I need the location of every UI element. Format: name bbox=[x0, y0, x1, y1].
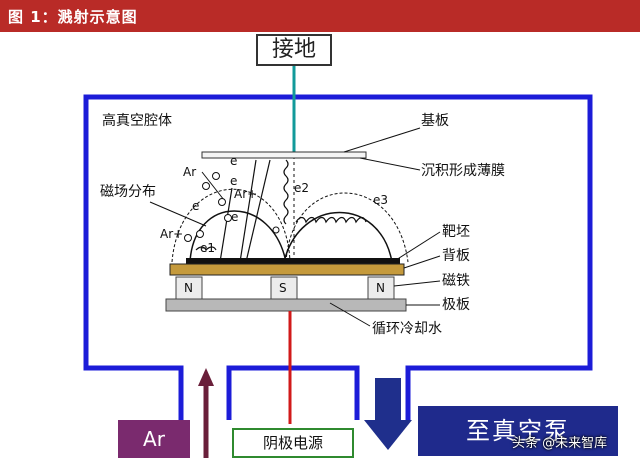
vacuum-pump-label: 至真空泵 bbox=[466, 417, 570, 445]
backing-plate-label: 背板 bbox=[442, 248, 470, 264]
magnetic-field-left bbox=[189, 210, 287, 263]
chamber-label: 高真空腔体 bbox=[102, 113, 172, 129]
figure-title-bar: 图 1：溅射示意图 bbox=[0, 0, 640, 32]
electron-e3-path bbox=[295, 216, 367, 224]
electron-particle bbox=[202, 182, 210, 190]
pole-plate bbox=[165, 298, 407, 312]
leader-substrate bbox=[343, 127, 421, 153]
sputtered-atom-path bbox=[239, 159, 257, 263]
magnetic-field-outer-right bbox=[285, 192, 409, 263]
cathode-power-box: 阴极电源 bbox=[232, 428, 354, 458]
target-label: 靶坯 bbox=[442, 224, 470, 240]
leader-backing bbox=[403, 255, 441, 269]
magnet-label: 磁铁 bbox=[442, 273, 470, 289]
ar-ion bbox=[184, 234, 192, 242]
leader-cooling bbox=[329, 302, 371, 327]
magnet-center-pole-label: S bbox=[279, 281, 287, 295]
argon-inlet-label: Ar bbox=[143, 427, 165, 451]
electron-e2-path bbox=[283, 159, 289, 225]
electron-particle bbox=[196, 230, 204, 238]
ar-atom-label: Ar bbox=[183, 165, 197, 179]
ground-label-box: 接地 bbox=[256, 34, 332, 66]
electron-label: e bbox=[231, 210, 239, 224]
backing-plate bbox=[169, 263, 405, 276]
magnetic-field-outer-left bbox=[171, 188, 291, 263]
electron-label: e bbox=[230, 154, 238, 168]
magnet-right-pole-label: N bbox=[376, 281, 385, 295]
chamber-wall bbox=[83, 94, 593, 420]
ar-ion-path bbox=[219, 187, 233, 263]
argon-inlet-box: Ar bbox=[118, 420, 190, 458]
vacuum-arrow-head bbox=[364, 420, 412, 450]
sputtered-atom bbox=[272, 226, 280, 234]
electron-e1-path bbox=[195, 246, 217, 252]
electron-label: e bbox=[230, 174, 238, 188]
electron-label: e bbox=[192, 199, 200, 213]
electron-e2-label: e2 bbox=[294, 181, 310, 195]
magnet-left-pole-label: N bbox=[184, 281, 193, 295]
sputtered-atom-path bbox=[245, 159, 271, 263]
target bbox=[186, 258, 400, 264]
ar-collision-path bbox=[201, 171, 225, 201]
leader-magnet bbox=[393, 280, 441, 287]
cooling-water-label: 循环冷却水 bbox=[372, 321, 442, 337]
substrate bbox=[201, 151, 367, 159]
vacuum-pump-box: 至真空泵 bbox=[418, 406, 618, 456]
argon-inlet-arrowhead bbox=[198, 368, 214, 386]
leader-magnetic-field bbox=[149, 201, 207, 227]
ar-atom bbox=[212, 172, 220, 180]
watermark: 头条 @未来智库 bbox=[512, 436, 608, 451]
magnetic-field-right bbox=[283, 211, 393, 263]
substrate-label: 基板 bbox=[421, 113, 449, 129]
vacuum-arrow-shaft bbox=[375, 378, 401, 422]
electron-particle bbox=[218, 198, 226, 206]
electron-e1-label: e1 bbox=[200, 241, 216, 255]
figure-title: 图 1：溅射示意图 bbox=[8, 8, 138, 26]
film-label: 沉积形成薄膜 bbox=[421, 163, 505, 179]
ar-ion-label: Ar+ bbox=[234, 187, 258, 201]
cathode-power-label: 阴极电源 bbox=[262, 433, 323, 452]
electron-particle bbox=[224, 214, 232, 222]
ar-ion-label: Ar+ bbox=[160, 227, 184, 241]
cathode-port-wall bbox=[226, 365, 360, 420]
leader-target bbox=[395, 231, 441, 261]
magnetic-field-label: 磁场分布 bbox=[100, 184, 156, 200]
electron-e3-label: e3 bbox=[373, 193, 389, 207]
ground-label: 接地 bbox=[271, 37, 316, 62]
leader-film bbox=[359, 157, 421, 171]
pole-plate-label: 极板 bbox=[442, 297, 470, 313]
